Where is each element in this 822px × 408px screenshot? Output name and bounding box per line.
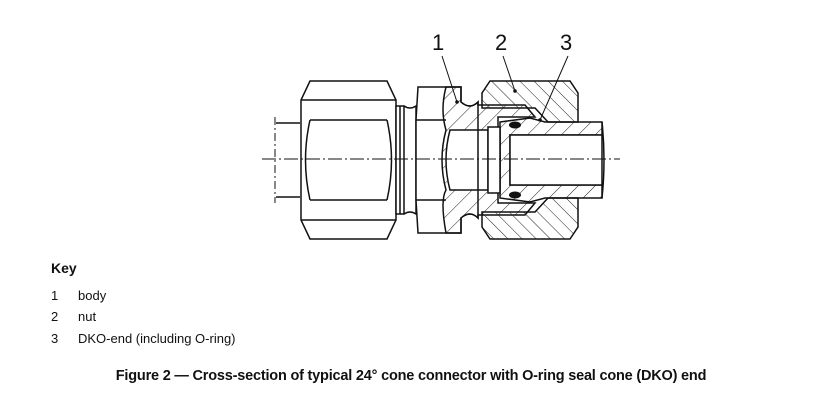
key-item-label: body [78,288,107,303]
key-item: 2 nut [51,309,96,324]
key-title: Key [51,260,77,276]
callout-label-1: 1 [432,30,444,55]
leader-lines [441,55,569,121]
key-item-label: nut [78,309,97,324]
figure-caption: Figure 2 — Cross-section of typical 24° … [115,368,707,384]
callout-label-2: 2 [495,30,507,55]
key-item-number: 1 [51,288,59,303]
key-item: 1 body [51,288,106,303]
key-item-number: 3 [51,331,59,346]
connector-cross-section-drawing: 1 2 3 [262,30,620,240]
key-item: 3 DKO-end (including O-ring) [51,331,236,346]
left-hex-nut [300,80,397,240]
key-item-label: DKO-end (including O-ring) [78,331,236,346]
thread-neck [395,104,417,216]
callout-label-3: 3 [560,30,572,55]
dko-end-part [487,117,605,203]
key-item-number: 2 [51,309,59,324]
left-pipe-stub [274,117,300,203]
o-rings [509,121,521,199]
leader-dots [455,89,542,122]
